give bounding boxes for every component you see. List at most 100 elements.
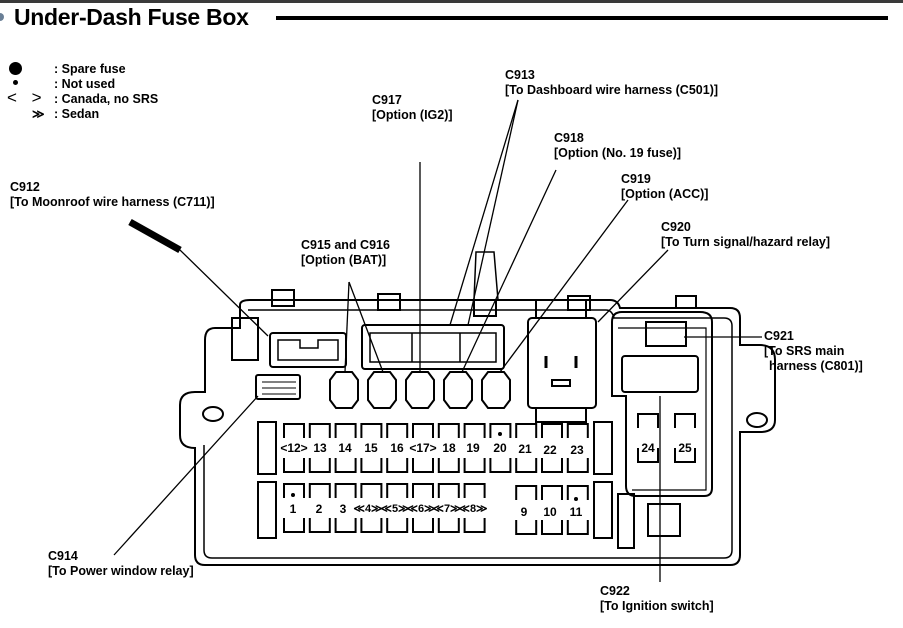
housing-inner-outline xyxy=(203,309,733,559)
fuse-slot xyxy=(637,448,659,463)
legend-item-canada: < > : Canada, no SRS xyxy=(7,88,159,107)
label-c922: C922 [To Ignition switch] xyxy=(600,584,714,613)
fuse-24: 24 xyxy=(641,441,655,455)
double-angle-icon: ≫ xyxy=(32,107,45,121)
fuse-slot xyxy=(515,520,538,535)
fuse-slot xyxy=(360,423,383,438)
fuse-15: 15 xyxy=(364,441,378,455)
fuse-slot xyxy=(463,483,486,498)
fuse-7: ≪7≫ xyxy=(432,503,462,515)
fuse-23: 23 xyxy=(570,443,584,457)
housing-outline xyxy=(179,299,776,566)
fuse-slot xyxy=(637,413,659,428)
c913-connector xyxy=(361,324,505,370)
mount-hole-right xyxy=(746,412,768,428)
clip xyxy=(473,299,497,317)
label-c912: C912 [To Moonroof wire harness (C711)] xyxy=(10,180,215,209)
fuse-slot xyxy=(541,423,563,438)
fuse-slot xyxy=(566,485,589,500)
not-used-dot-icon xyxy=(291,493,295,497)
fuse-slot xyxy=(463,518,486,533)
c919-leader xyxy=(499,199,629,373)
page-title: Under-Dash Fuse Box xyxy=(14,4,249,30)
fuse-slot xyxy=(308,483,331,498)
fuse-2: 2 xyxy=(315,502,323,516)
fuse-slot xyxy=(283,518,305,533)
fuse-slot xyxy=(386,458,409,473)
label-c917: C917 [Option (IG2)] xyxy=(372,93,453,122)
fuse-slot xyxy=(515,485,538,500)
fuse-slot xyxy=(308,423,331,438)
fuse-slot xyxy=(334,483,357,498)
title-rule xyxy=(276,16,888,20)
small-dot-icon xyxy=(13,80,18,85)
c916-leader xyxy=(348,281,384,373)
legend: : Spare fuse : Not used < > : Canada, no… xyxy=(7,62,159,122)
c912-connector xyxy=(269,332,347,368)
option-connector xyxy=(481,371,511,409)
fuse-slot xyxy=(412,458,434,473)
fuse-slot xyxy=(308,458,331,473)
option-connector xyxy=(405,371,435,409)
fuse-slot xyxy=(283,483,305,498)
fuse-slot xyxy=(566,458,589,473)
fuse-slot xyxy=(283,423,305,438)
legend-item-sedan: ≫ : Sedan xyxy=(32,107,100,121)
c915-leader xyxy=(344,281,350,373)
fuse-10: 10 xyxy=(543,505,557,519)
fuse-slot xyxy=(437,483,460,498)
c913-leader xyxy=(449,99,519,326)
fuse-slot xyxy=(463,458,486,473)
legend-item-spare: : Spare fuse xyxy=(8,62,158,77)
fuse-slot xyxy=(674,448,696,463)
not-used-dot-icon xyxy=(574,497,578,501)
c914-connector xyxy=(255,374,301,400)
label-c918: C918 [Option (No. 19 fuse)] xyxy=(554,131,682,160)
fuse-cells xyxy=(283,413,696,535)
side-bracket xyxy=(231,317,259,361)
c918-leader xyxy=(461,169,557,373)
clip xyxy=(675,295,697,309)
fuse-slot xyxy=(489,423,512,438)
bullet-icon xyxy=(0,13,4,21)
fuse-slot xyxy=(674,413,696,428)
fuse-slot xyxy=(515,458,538,473)
fuse-slot xyxy=(360,458,383,473)
fuse-slot xyxy=(386,483,409,498)
fuse-18: 18 xyxy=(442,441,456,455)
option-connector xyxy=(367,371,397,409)
angle-brackets-icon: < > xyxy=(7,88,47,107)
fuse-5: ≪5≫ xyxy=(380,503,410,515)
fuse-slot xyxy=(334,423,357,438)
fuse-slot xyxy=(283,458,305,473)
fuse-3: 3 xyxy=(339,502,347,516)
fuse-17: <17> xyxy=(409,441,437,455)
fuse-slot xyxy=(463,423,486,438)
fuse-slot xyxy=(566,423,589,438)
c922-connector xyxy=(621,355,699,393)
fuse-slot xyxy=(386,518,409,533)
label-c919: C919 [Option (ACC)] xyxy=(621,172,709,201)
not-used-dot-icon xyxy=(498,432,502,436)
fuse-slot xyxy=(541,520,563,535)
fuse-slot xyxy=(308,518,331,533)
fuse-12: <12> xyxy=(280,441,308,455)
fuse-slot xyxy=(386,423,409,438)
fuse-slot xyxy=(541,458,563,473)
fuse-22: 22 xyxy=(543,443,557,457)
fuse-1: 1 xyxy=(289,502,297,516)
top-border xyxy=(0,0,903,3)
c920-relay-socket xyxy=(527,317,597,409)
fuse-13: 13 xyxy=(313,441,327,455)
fuse-20: 20 xyxy=(493,441,507,455)
large-dot-icon xyxy=(9,62,22,75)
c920-leader xyxy=(597,249,669,323)
fuse-slot xyxy=(437,518,460,533)
srs-block xyxy=(611,311,713,497)
fuse-16: 16 xyxy=(390,441,404,455)
clip xyxy=(271,289,295,307)
mount-hole-left xyxy=(202,406,224,422)
fuse-slot xyxy=(412,423,434,438)
fuse-9: 9 xyxy=(520,505,528,519)
